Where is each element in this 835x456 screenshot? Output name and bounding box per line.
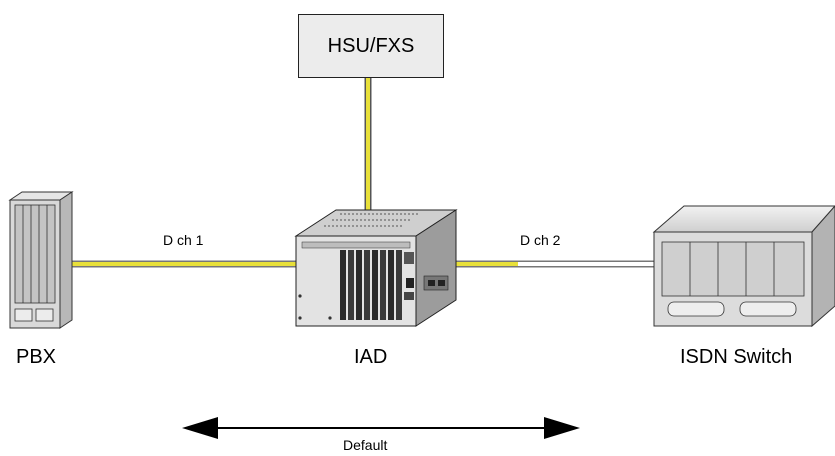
iad-label: IAD: [354, 346, 388, 368]
iad-device: [294, 209, 458, 327]
link-label-dch1: D ch 1: [163, 232, 204, 248]
link-label-dch2: D ch 2: [520, 232, 561, 248]
isdn-switch-device: [652, 205, 835, 328]
hsu-fxs-box: HSU/FXS: [298, 14, 444, 78]
arrow-label-default: Default: [343, 437, 388, 453]
hsu-fxs-label: HSU/FXS: [327, 34, 415, 57]
pbx-device: [8, 191, 74, 329]
pbx-label: PBX: [16, 346, 57, 368]
default-range-arrow: [182, 417, 580, 439]
isdn-switch-label: ISDN Switch: [680, 346, 793, 368]
